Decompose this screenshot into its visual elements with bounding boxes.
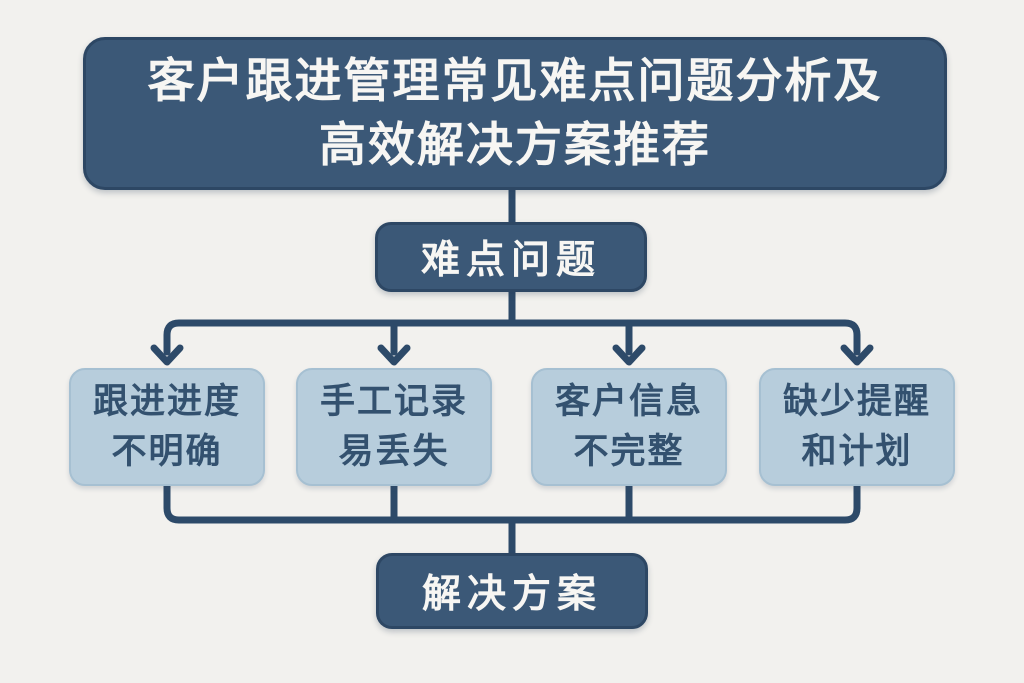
- arrowhead-1: [150, 344, 184, 366]
- problem-box-line-1: 客户信息: [554, 382, 703, 422]
- problem-box-lack-reminders-plans: 缺少提醒 和计划: [759, 368, 955, 486]
- solution-node-label: 解决方案: [421, 572, 602, 617]
- problem-box-line-2: 易丢失: [338, 432, 450, 472]
- problem-node-label: 难点问题: [420, 238, 601, 283]
- solution-node: 解决方案: [376, 553, 648, 629]
- problem-box-line-2: 不完整: [573, 432, 685, 472]
- problem-box-manual-records-lost: 手工记录 易丢失: [296, 368, 492, 486]
- problem-box-customer-info-incomplete: 客户信息 不完整: [531, 368, 727, 486]
- title-line-2: 高效解决方案推荐: [319, 117, 711, 173]
- title-line-1: 客户跟进管理常见难点问题分析及: [147, 53, 883, 109]
- problem-box-line-1: 缺少提醒: [782, 382, 931, 422]
- arrowhead-4: [840, 344, 874, 366]
- problem-box-line-1: 手工记录: [319, 382, 468, 422]
- branch-bar: [163, 319, 861, 356]
- arrowhead-3: [612, 344, 646, 366]
- title-box: 客户跟进管理常见难点问题分析及 高效解决方案推荐: [83, 37, 947, 190]
- problem-box-line-2: 不明确: [111, 432, 223, 472]
- problem-box-progress-unclear: 跟进进度 不明确: [69, 368, 265, 486]
- problem-box-line-1: 跟进进度: [92, 382, 241, 422]
- converge-bar: [163, 480, 861, 524]
- arrowhead-2: [377, 344, 411, 366]
- problem-box-line-2: 和计划: [801, 432, 913, 472]
- problem-node: 难点问题: [375, 222, 647, 292]
